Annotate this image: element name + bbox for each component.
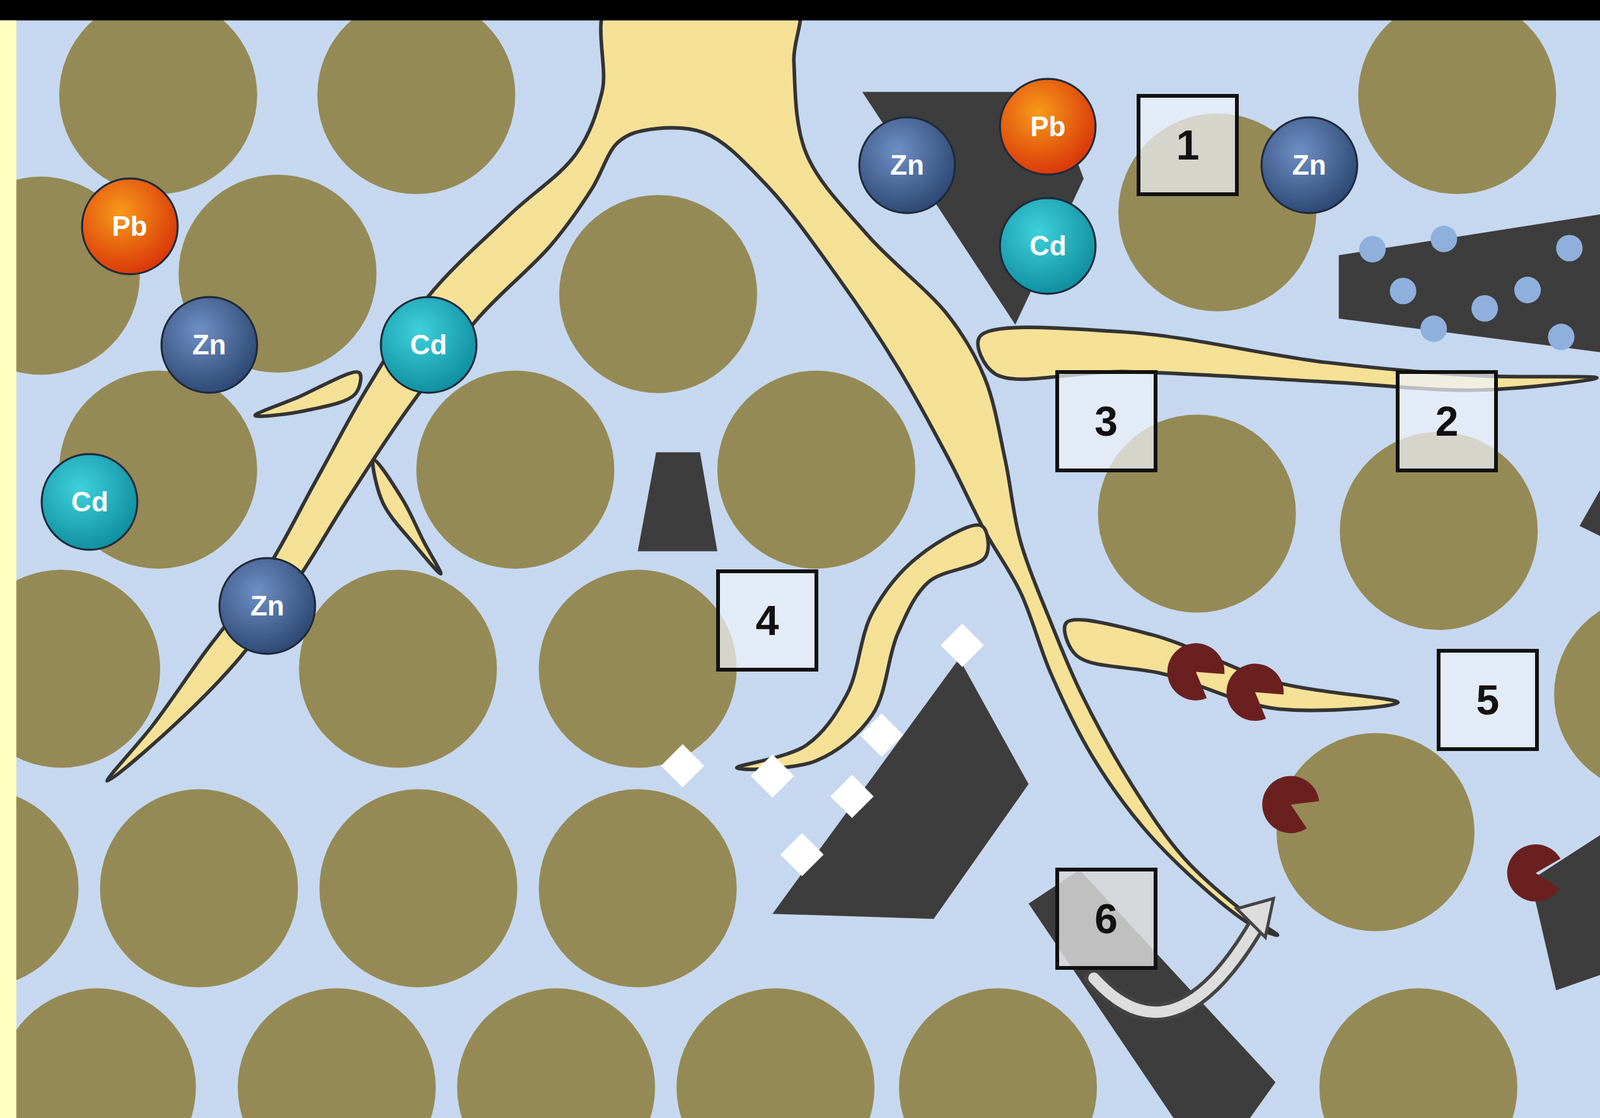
callout-box: 2 xyxy=(1395,370,1498,473)
exudate xyxy=(750,753,795,798)
microbe xyxy=(1167,643,1225,701)
ion-symbol: Zn xyxy=(1292,151,1327,180)
left-strip xyxy=(0,20,17,1118)
callout-box: 3 xyxy=(1055,370,1158,473)
ion-symbol: Cd xyxy=(71,487,109,516)
ion-symbol: Cd xyxy=(409,330,447,359)
exudate xyxy=(859,713,904,757)
callout-number: 1 xyxy=(1176,124,1200,166)
ion-disc xyxy=(999,78,1096,175)
adsorbed-particles xyxy=(1359,225,1583,351)
microbe xyxy=(1226,663,1285,721)
callout-box: 4 xyxy=(716,569,819,672)
ion-symbol: Pb xyxy=(111,212,147,241)
exudate xyxy=(830,774,874,819)
root xyxy=(255,371,362,417)
callout-box: 1 xyxy=(1136,93,1239,197)
callout-number: 4 xyxy=(755,599,780,642)
callout-number: 2 xyxy=(1435,400,1459,442)
metal-ion: Cd xyxy=(39,452,140,552)
exudate xyxy=(780,832,824,877)
exudates xyxy=(661,623,985,877)
callout-box: 5 xyxy=(1436,648,1539,751)
ion-symbol: Zn xyxy=(250,591,285,620)
callout-number: 6 xyxy=(1094,897,1118,940)
ion-disc xyxy=(81,178,178,275)
metal-ion: Zn xyxy=(159,295,260,395)
ion-disc xyxy=(380,296,477,393)
microbes xyxy=(1167,643,1561,902)
metal-ion: Pb xyxy=(997,76,1098,177)
metal-ion: Zn xyxy=(217,556,318,656)
callout-number: 5 xyxy=(1476,678,1500,721)
ion-symbol: Zn xyxy=(192,330,227,359)
ion-disc xyxy=(42,454,139,551)
ion-symbol: Zn xyxy=(890,151,925,180)
ion-disc xyxy=(161,296,258,393)
exudate xyxy=(661,743,705,788)
plant-roots xyxy=(107,0,1597,935)
callout-box: 6 xyxy=(1055,867,1158,970)
metal-ion: Zn xyxy=(857,115,957,215)
ion-disc xyxy=(219,558,316,655)
exudate xyxy=(940,623,985,667)
root xyxy=(107,0,1278,935)
metal-ion: Pb xyxy=(80,176,180,277)
ion-symbol: Pb xyxy=(1030,112,1066,141)
ion-disc xyxy=(999,197,1096,294)
metal-ion: Cd xyxy=(997,196,1098,296)
metal-ion: Cd xyxy=(378,295,479,395)
ion-disc xyxy=(1261,117,1358,214)
ion-disc xyxy=(859,117,956,214)
microbe xyxy=(1507,844,1561,902)
mineral-grains xyxy=(637,92,1600,1118)
metal-ion: Zn xyxy=(1259,115,1360,215)
root xyxy=(372,459,441,574)
microbe xyxy=(1262,776,1319,834)
callout-number: 3 xyxy=(1094,400,1118,442)
ion-symbol: Cd xyxy=(1029,231,1067,260)
top-bar xyxy=(0,0,1600,21)
